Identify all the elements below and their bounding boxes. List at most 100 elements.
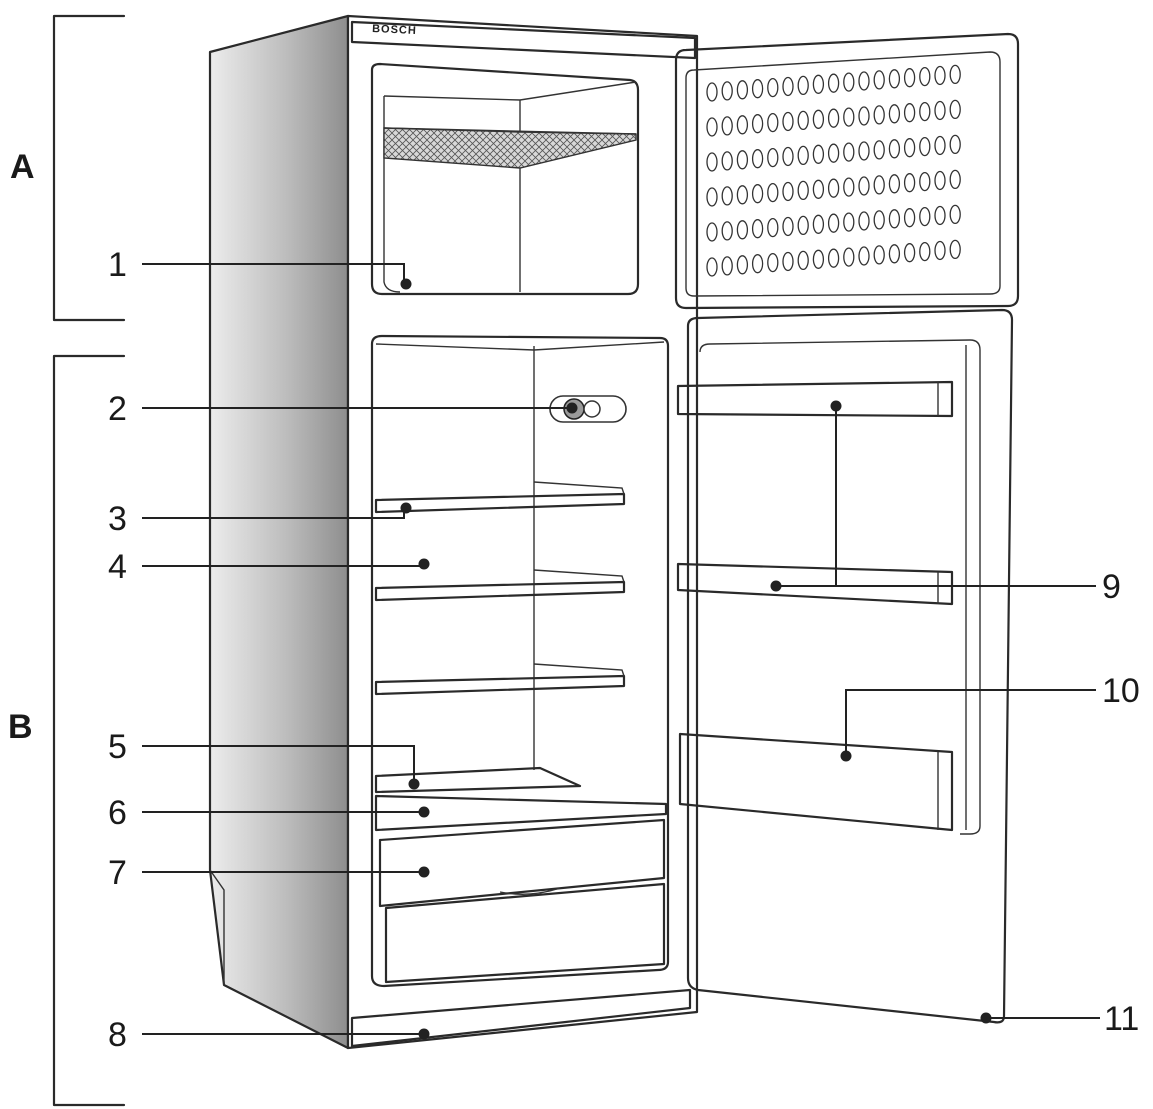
callout-4-label: 4 bbox=[108, 548, 127, 586]
door-embossing-oval bbox=[706, 82, 718, 102]
glass-shelf-2 bbox=[374, 569, 626, 602]
callout-7: 7 bbox=[108, 854, 430, 892]
door-embossing-oval bbox=[858, 176, 870, 196]
door-embossing-oval bbox=[782, 181, 794, 202]
door-embossing-oval bbox=[919, 241, 931, 262]
door-embossing-oval bbox=[934, 100, 946, 121]
door-embossing-oval bbox=[782, 251, 794, 272]
door-embossing-oval bbox=[706, 222, 718, 242]
cabinet-side-panel bbox=[208, 14, 350, 1050]
door-embossing-oval bbox=[751, 149, 764, 169]
callout-3-label: 3 bbox=[108, 500, 127, 538]
door-embossing-oval bbox=[767, 77, 779, 98]
door-embossing-oval bbox=[812, 214, 825, 234]
door-embossing-oval bbox=[706, 187, 718, 207]
door-embossing-oval bbox=[888, 244, 901, 264]
door-embossing-oval bbox=[736, 185, 749, 205]
callout-2: 2 bbox=[108, 390, 578, 428]
door-embossing-oval bbox=[767, 182, 779, 203]
callout-2-label: 2 bbox=[108, 390, 127, 428]
door-embossing-oval bbox=[812, 74, 825, 94]
door-embossing-oval bbox=[873, 210, 885, 230]
vegetable-container-upper bbox=[378, 818, 666, 908]
callout-8: 8 bbox=[108, 1016, 430, 1054]
door-embossing-oval bbox=[903, 68, 916, 88]
door-embossing-oval bbox=[751, 114, 764, 134]
callout-10-label: 10 bbox=[1102, 672, 1140, 710]
door-embossing-oval bbox=[827, 178, 840, 198]
door-embossing-oval bbox=[782, 76, 794, 97]
door-embossing-oval bbox=[736, 255, 749, 275]
door-embossing-oval bbox=[888, 209, 901, 229]
door-embossing-oval bbox=[873, 175, 885, 195]
door-embossing-oval bbox=[888, 69, 901, 89]
door-embossing-oval bbox=[812, 109, 825, 129]
fridge-compartment bbox=[350, 334, 692, 1048]
door-embossing-oval bbox=[949, 239, 961, 260]
door-embossing-oval bbox=[919, 171, 931, 192]
door-embossing-oval bbox=[843, 247, 855, 267]
door-embossing-oval bbox=[782, 216, 794, 237]
door-embossing-oval bbox=[812, 144, 825, 164]
callout-5: 5 bbox=[108, 728, 420, 790]
door-embossing-oval bbox=[858, 71, 870, 91]
door-embossing-oval bbox=[888, 104, 901, 124]
callout-9-label: 9 bbox=[1102, 568, 1121, 606]
door-embossing-oval bbox=[812, 249, 825, 269]
door-embossing-oval bbox=[736, 80, 749, 100]
door-embossing-oval bbox=[782, 111, 794, 132]
door-embossing-oval bbox=[706, 257, 718, 277]
door-embossing-oval bbox=[797, 215, 809, 236]
callout-8-label: 8 bbox=[108, 1016, 127, 1054]
door-embossing-oval bbox=[934, 135, 946, 156]
door-embossing-oval bbox=[873, 105, 885, 125]
door-embossing-oval bbox=[827, 143, 840, 163]
door-embossing-oval bbox=[919, 136, 931, 157]
door-embossing-oval bbox=[888, 139, 901, 159]
door-embossing-oval bbox=[873, 70, 885, 90]
door-shelf-top bbox=[676, 380, 954, 418]
callout-7-label: 7 bbox=[108, 854, 127, 892]
door-embossing-oval bbox=[919, 101, 931, 122]
callout-9: 9 bbox=[770, 400, 1121, 606]
door-embossing-oval bbox=[797, 180, 809, 201]
door-embossing-oval bbox=[873, 140, 885, 160]
door-embossing-oval bbox=[903, 103, 916, 123]
door-embossing-oval bbox=[736, 220, 749, 240]
door-embossing-oval bbox=[767, 112, 779, 133]
door-embossing-oval bbox=[949, 204, 961, 225]
door-embossing-oval bbox=[736, 115, 749, 135]
door-embossing-oval bbox=[934, 170, 946, 191]
door-embossing-oval bbox=[888, 174, 901, 194]
door-embossing-oval bbox=[827, 248, 840, 268]
door-embossing-oval bbox=[949, 134, 961, 155]
door-embossing-oval bbox=[858, 141, 870, 161]
section-label-a: A bbox=[10, 148, 35, 186]
fridge-door bbox=[676, 308, 1014, 1024]
door-embossing-oval bbox=[873, 245, 885, 265]
section-bracket-b bbox=[52, 354, 126, 1107]
door-embossing-oval bbox=[843, 212, 855, 232]
door-shelf-middle bbox=[676, 562, 954, 606]
bottom-shelf bbox=[374, 766, 668, 832]
callout-1-label: 1 bbox=[108, 246, 127, 284]
callout-10: 10 bbox=[840, 672, 1140, 762]
freezer-door-embossing bbox=[706, 64, 961, 277]
door-embossing-oval bbox=[721, 221, 733, 241]
callout-6: 6 bbox=[108, 794, 430, 832]
door-embossing-oval bbox=[751, 219, 764, 239]
door-embossing-oval bbox=[903, 243, 916, 263]
door-embossing-oval bbox=[706, 152, 718, 172]
door-embossing-oval bbox=[706, 117, 718, 137]
door-embossing-oval bbox=[751, 79, 764, 99]
door-embossing-oval bbox=[721, 116, 733, 136]
door-embossing-oval bbox=[827, 73, 840, 93]
door-embossing-oval bbox=[767, 217, 779, 238]
door-embossing-oval bbox=[812, 179, 825, 199]
door-embossing-oval bbox=[721, 151, 733, 171]
door-embossing-oval bbox=[843, 72, 855, 92]
callout-11: 11 bbox=[980, 1000, 1139, 1038]
callout-1: 1 bbox=[108, 246, 412, 290]
vegetable-container-lower bbox=[384, 882, 666, 984]
